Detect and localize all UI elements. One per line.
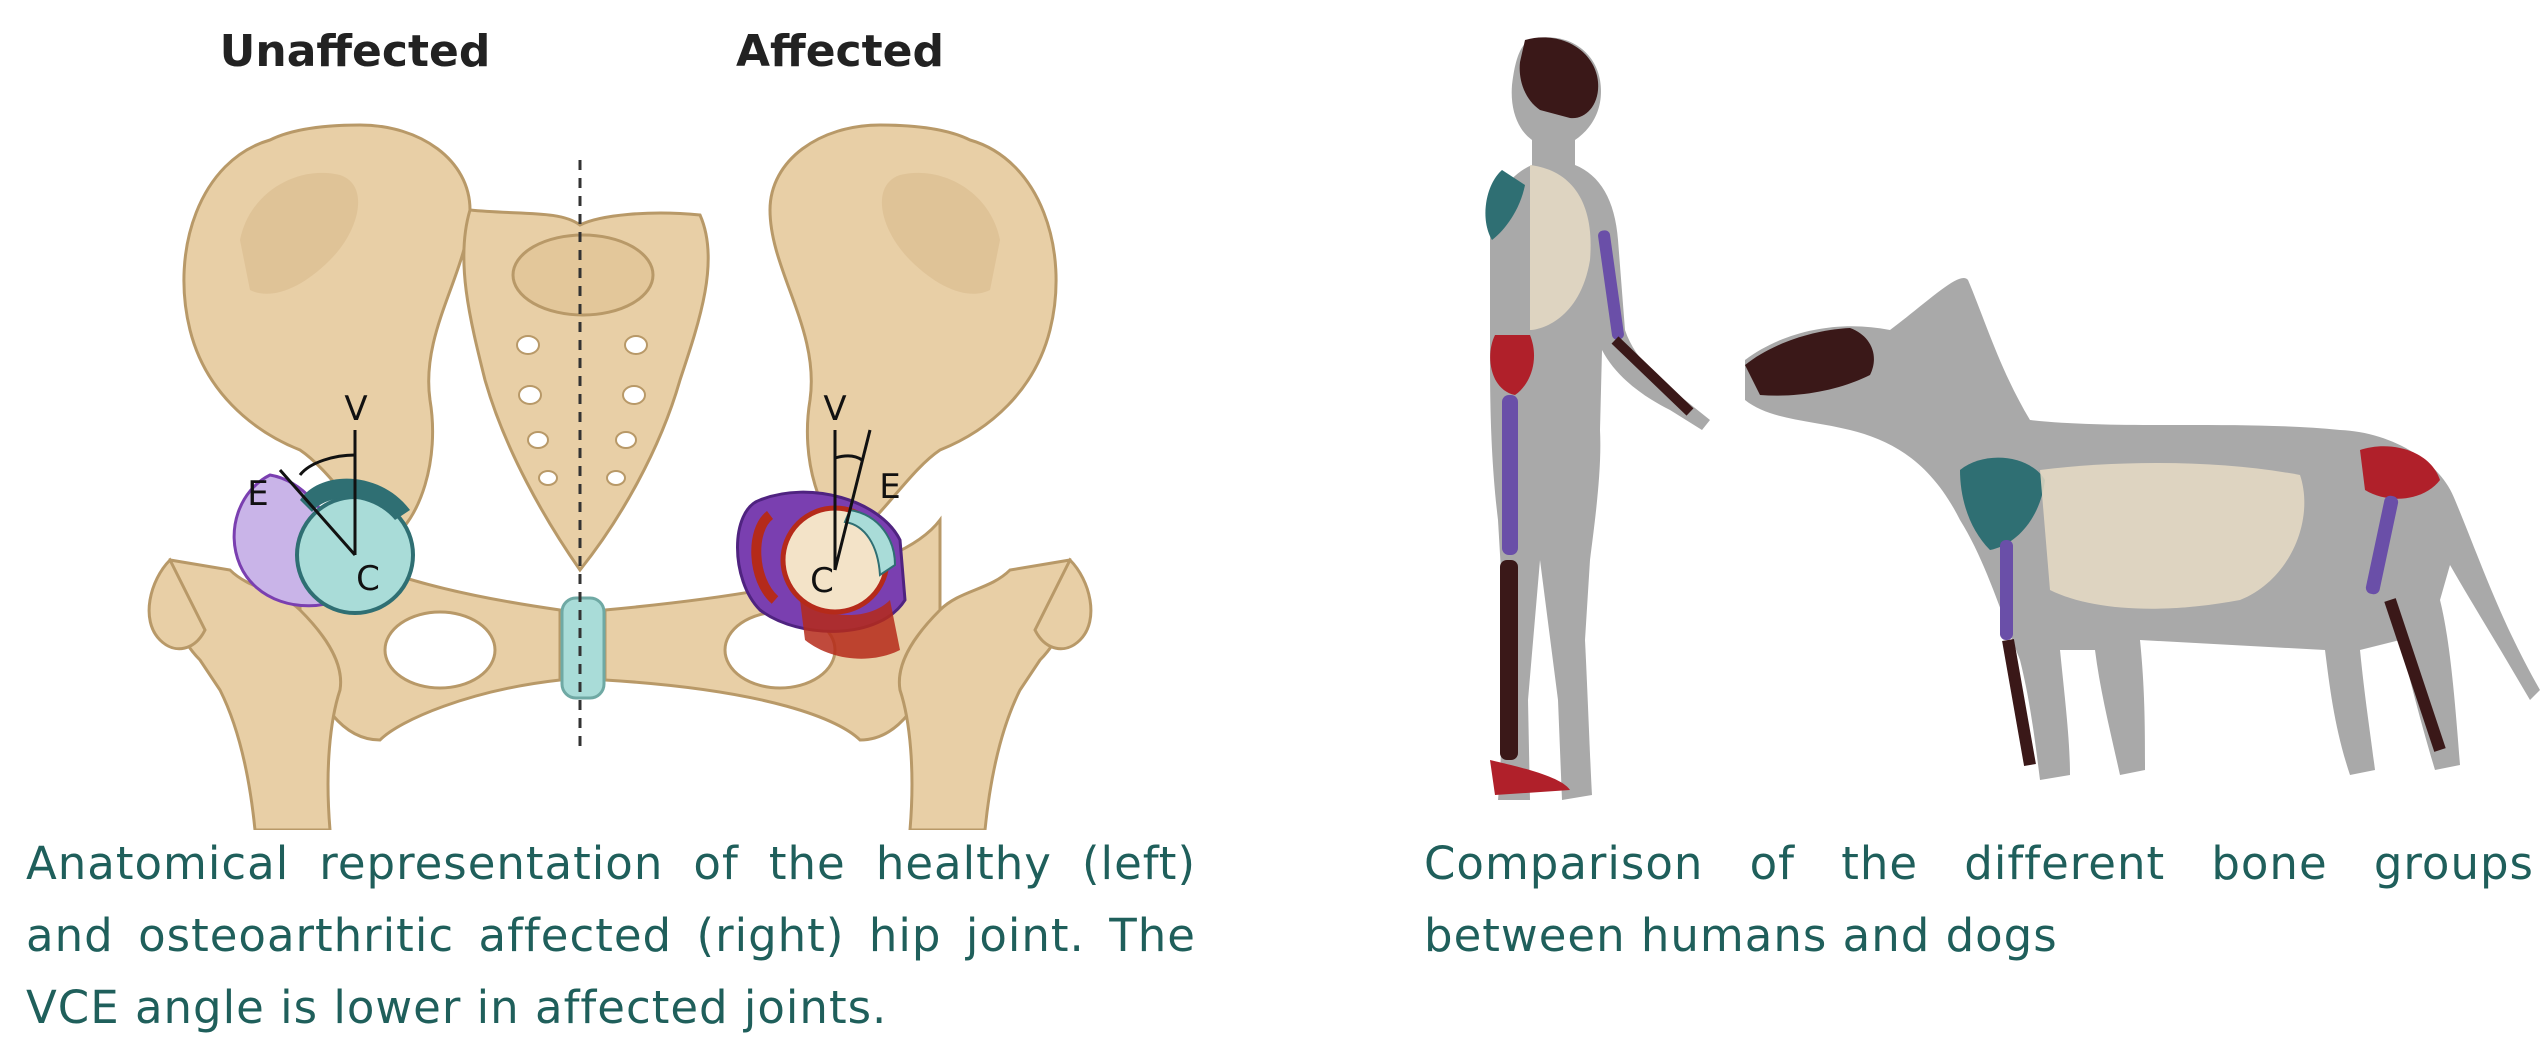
pelvis-illustration: Unaffected Affected <box>0 0 1240 830</box>
left-c-label: C <box>356 559 380 599</box>
sacral-promontory <box>513 235 653 315</box>
left-figure-caption: Anatomical representation of the healthy… <box>26 828 1196 1044</box>
skeleton-comparison-figure: Comparison of the different bone groups … <box>1240 0 2545 1025</box>
human-body-silhouette <box>1490 37 1710 800</box>
human-tibia <box>1500 560 1518 760</box>
human-femur <box>1502 395 1518 555</box>
pubic-symphysis <box>562 598 604 698</box>
right-v-label: V <box>823 389 846 429</box>
human-foot <box>1490 760 1570 795</box>
left-obturator-foramen <box>385 612 495 688</box>
pelvis-figure: Unaffected Affected <box>0 0 1240 1025</box>
right-e-label: E <box>879 467 900 507</box>
human-figure <box>1485 37 1710 800</box>
dog-humerus <box>2000 540 2013 640</box>
left-e-label: E <box>247 474 268 514</box>
left-v-label: V <box>344 389 367 429</box>
skeleton-illustration <box>1240 0 2545 830</box>
right-c-label: C <box>810 561 834 601</box>
affected-label: Affected <box>736 26 944 77</box>
dog-figure <box>1745 278 2540 780</box>
unaffected-label: Unaffected <box>220 26 491 77</box>
right-figure-caption: Comparison of the different bone groups … <box>1424 828 2534 972</box>
